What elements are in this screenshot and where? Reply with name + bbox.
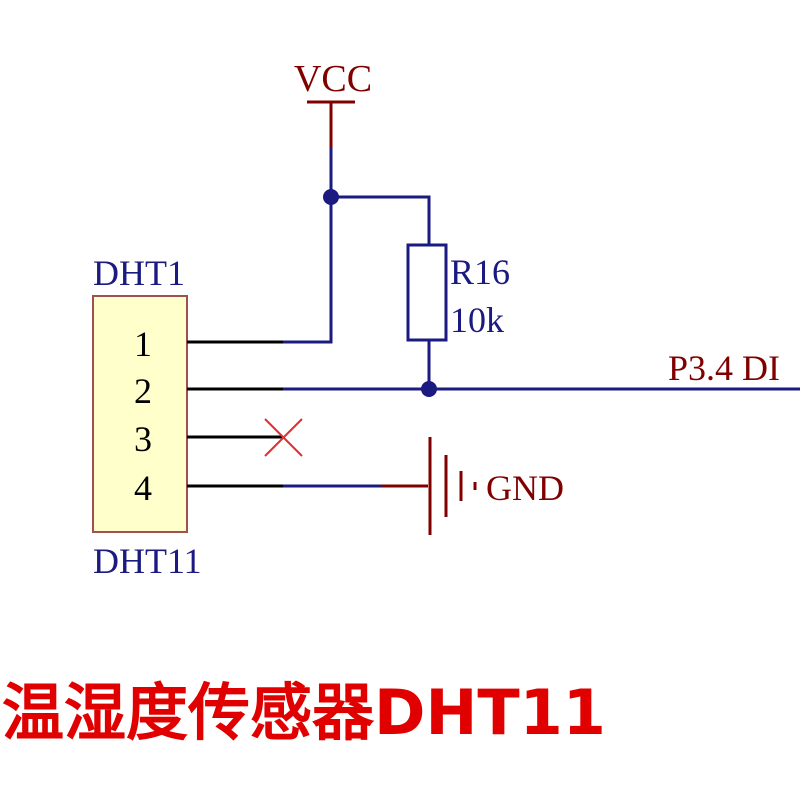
ground-symbol xyxy=(382,437,477,535)
component-body xyxy=(92,295,188,533)
no-connect-stroke-b xyxy=(264,418,303,457)
pin-number-4: 4 xyxy=(134,468,152,508)
resistor-body xyxy=(406,243,448,342)
wire-vcc-to-r16 xyxy=(331,195,431,245)
resistor-r16: R16 10k xyxy=(406,243,510,342)
pin-number-1: 1 xyxy=(134,324,152,364)
component-designator: DHT1 xyxy=(93,253,185,293)
resistor-value: 10k xyxy=(450,300,504,340)
pin-number-3: 3 xyxy=(134,419,152,459)
wires xyxy=(283,148,800,488)
junction-dot-pin2 xyxy=(421,381,437,397)
vcc-power-port: VCC xyxy=(294,58,372,148)
component-part-name: DHT11 xyxy=(93,541,202,581)
junction-dot-vcc xyxy=(323,189,339,205)
no-connect-marker xyxy=(264,418,303,457)
ground-label: GND xyxy=(486,468,564,508)
dht11-component: DHT1 DHT11 1 2 3 4 xyxy=(92,253,283,581)
pin-number-2: 2 xyxy=(134,371,152,411)
wire-vcc-to-pin1 xyxy=(283,148,333,344)
resistor-designator: R16 xyxy=(450,252,510,292)
net-label-p34: P3.4 DI xyxy=(668,348,780,388)
caption-title: 温湿度传感器DHT11 xyxy=(2,676,606,749)
vcc-label: VCC xyxy=(294,58,372,100)
